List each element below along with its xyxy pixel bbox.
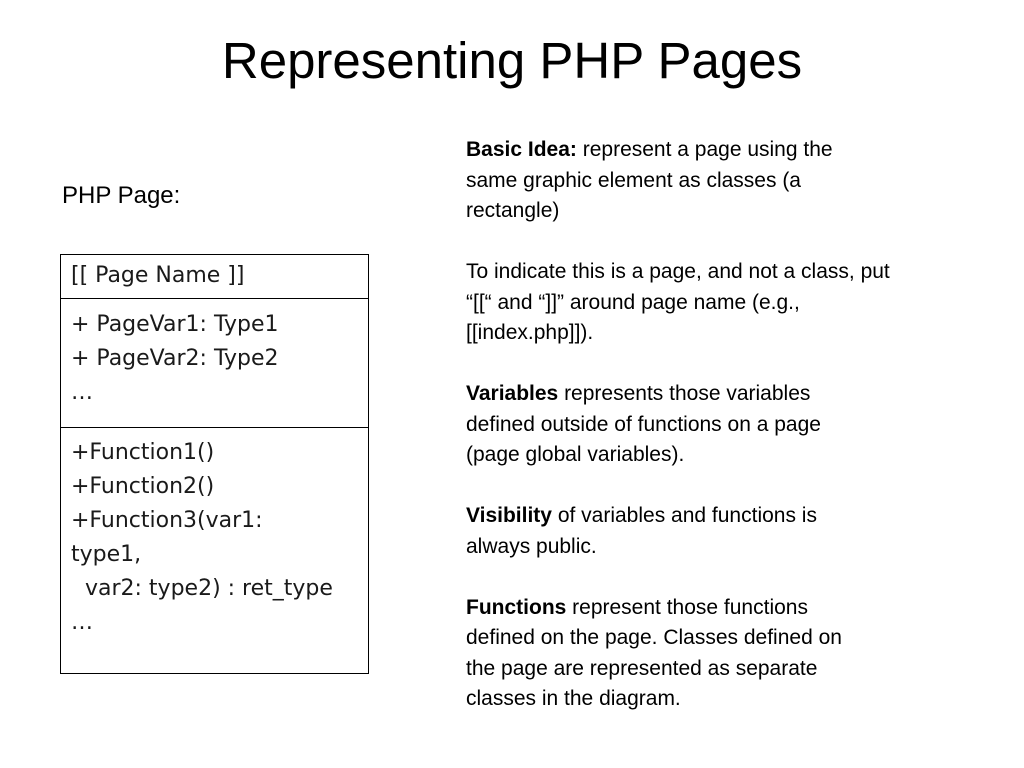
note-text: represents those variables [558,382,811,405]
explanation-notes: Basic Idea: represent a page using the s… [466,135,996,745]
note-page-brackets: To indicate this is a page, and not a cl… [466,257,996,349]
uml-variables-compartment: + PageVar1: Type1 + PageVar2: Type2 … [61,299,368,428]
uml-function-continuation: type1, [71,542,142,567]
uml-variable-ellipsis: … [71,380,93,405]
note-text: defined on the page [466,626,652,649]
uml-function: +Function2() [71,474,215,499]
note-line: [[index.php]]). [466,321,594,344]
note-text: . Classes defined on [651,626,842,649]
note-line: Basic Idea: represent a page using the [466,135,996,166]
uml-variable: + PageVar2: Type2 [71,346,279,371]
uml-function-ellipsis: … [71,610,93,635]
uml-variable: + PageVar1: Type1 [71,312,279,337]
note-line: same graphic element as classes (a [466,168,801,192]
note-line: “[[“ and “]]” around page name (e.g., [466,290,800,314]
note-text: represent those functions [566,595,808,619]
slide-title: Representing PHP Pages [221,32,803,89]
uml-functions-compartment: +Function1() +Function2() +Function3(var… [61,428,368,640]
php-page-label: PHP Page: [62,182,181,209]
note-line: (page global variables). [466,443,685,466]
note-text: of variables and functions is [551,504,817,527]
note-term: Basic Idea: [466,138,577,161]
note-term: Functions [466,595,567,619]
note-term: Visibility [466,504,552,527]
note-visibility: Visibility of variables and functions is… [466,501,996,562]
note-line: rectangle) [466,199,560,222]
note-line: To indicate this is a page, and not a cl… [466,260,890,283]
note-basic-idea: Basic Idea: represent a page using the s… [466,135,996,227]
uml-page-name: [[ Page Name ]] [61,255,368,299]
note-line: always public. [466,534,597,558]
note-text: represent a page using the [576,138,833,161]
uml-function-continuation: var2: type2) : ret_type [71,576,333,601]
note-variables: Variables represents those variables def… [466,379,996,471]
uml-function: +Function1() [71,440,215,465]
note-line: Functions represent those functions [466,593,996,624]
note-line: the page are represented as separate [466,656,818,680]
note-line: Visibility of variables and functions is [466,501,996,532]
note-line: classes in the diagram. [466,687,681,710]
uml-page-box: [[ Page Name ]] + PageVar1: Type1 + Page… [60,254,369,674]
note-line: defined on the page. Classes defined on [466,623,996,654]
note-functions: Functions represent those functions defi… [466,593,996,715]
uml-function: +Function3(var1: [71,508,263,533]
note-term: Variables [466,382,559,405]
note-line: Variables represents those variables [466,379,996,410]
note-line: defined outside of functions on a page [466,412,821,436]
